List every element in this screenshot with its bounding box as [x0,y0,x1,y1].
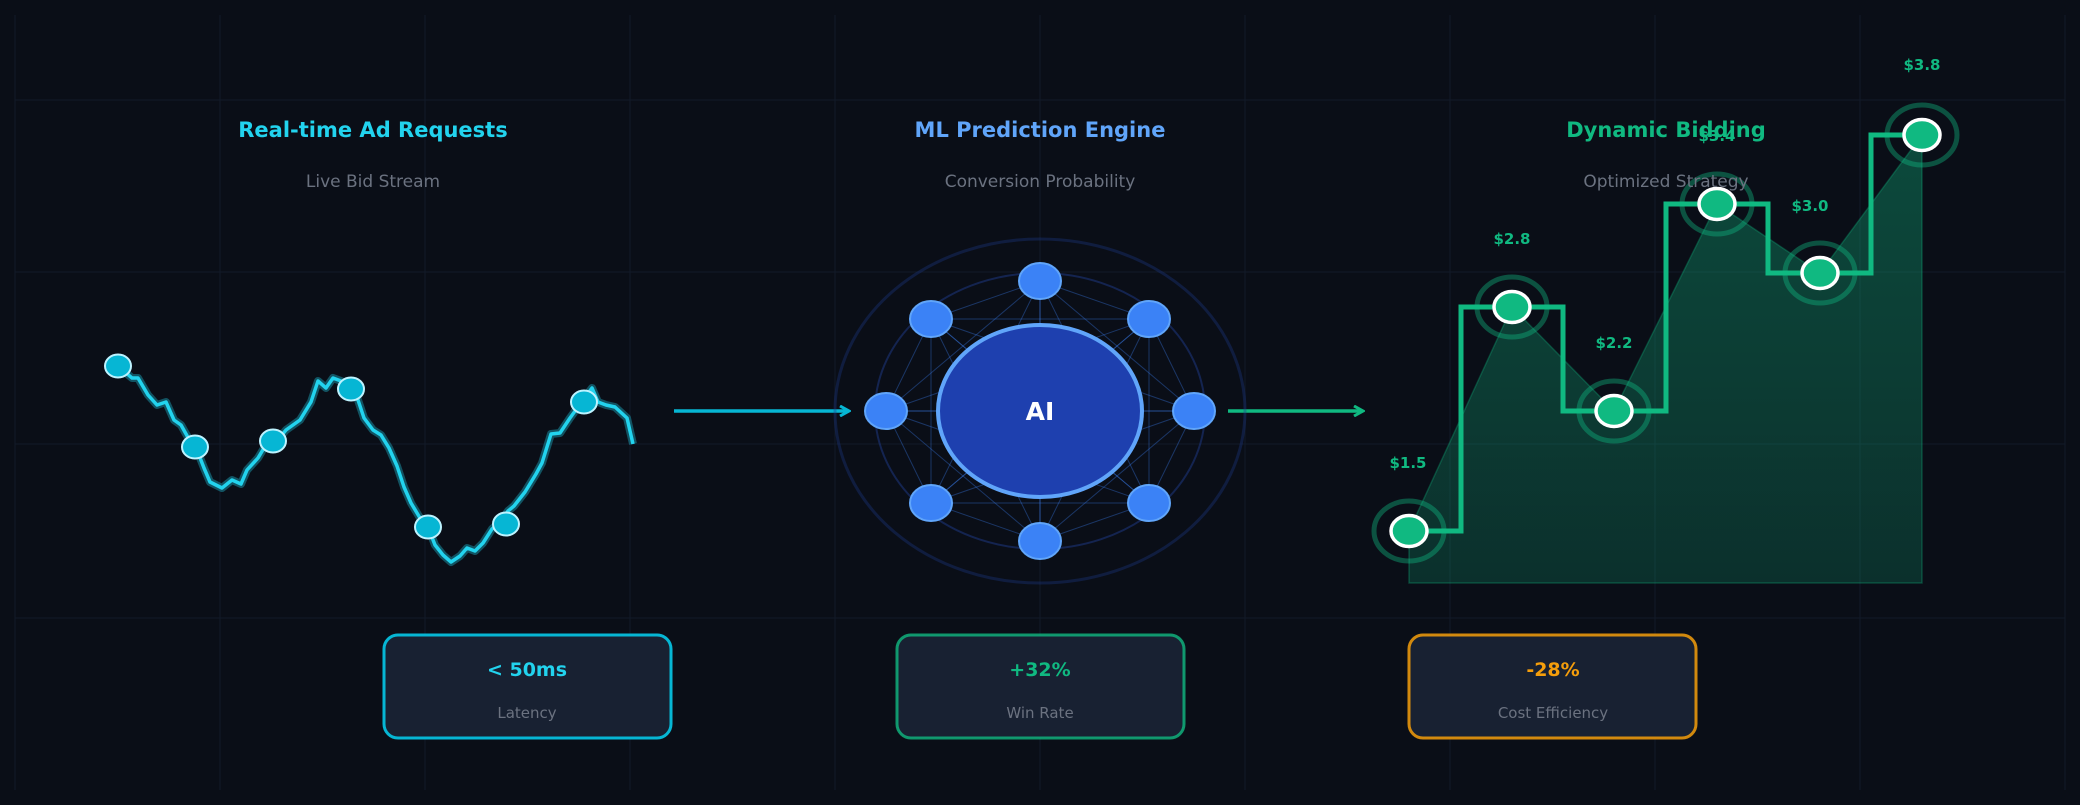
bid-point [1697,186,1737,222]
stat-value: < 50ms [487,659,567,681]
bid-price-label: $1.5 [1389,454,1426,472]
bid-price-label: $2.8 [1493,230,1530,248]
bid-step-line [1409,132,1922,534]
bid-price-label: $3.0 [1791,197,1828,215]
neural-node [909,484,953,522]
bid-point [1389,513,1429,549]
stat-card [1407,633,1698,740]
bid-point [1492,289,1532,325]
neural-node [909,300,953,338]
bidding-subtitle: Optimized Strategy [1583,172,1748,192]
engine-subtitle: Conversion Probability [945,172,1136,192]
bid-points: $1.5 $2.8 $2.2 $3.4 $3.0 $3.8 [1371,56,1960,564]
neural-node [1018,262,1062,300]
bidding-title: Dynamic Bidding [1566,118,1766,142]
bid-point [1902,117,1942,153]
ai-core [936,323,1144,499]
bid-request-dot [181,434,209,460]
bid-stream-line-glow [115,362,637,566]
stat-card [895,633,1186,740]
stat-label: Win Rate [1006,704,1073,722]
bid-request-dot [104,353,132,379]
engine-outer-ring [833,237,1247,585]
neural-node [1018,522,1062,560]
bid-point-halo [1884,102,1960,168]
neural-node [864,392,908,430]
neural-node [1172,392,1216,430]
bid-request-dot [570,389,598,415]
bid-price-label: $3.8 [1903,56,1940,74]
bid-point-halo [1576,378,1652,444]
stat-latency: < 50ms Latency [382,633,673,740]
bidding-panel: $1.5 $2.8 $2.2 $3.4 $3.0 $3.8 Dynamic Bidding… [1371,56,1960,584]
bid-point-halo [1782,240,1858,306]
bid-point [1800,255,1840,291]
bid-price-label: $3.4 [1698,127,1735,145]
bid-point [1594,393,1634,429]
bid-point-halo [1679,171,1755,237]
bid-point-halo [1371,498,1447,564]
requests-subtitle: Live Bid Stream [306,172,440,192]
engine-title: ML Prediction Engine [915,118,1166,142]
mesh-edge [1039,280,1195,412]
bid-request-dot [492,511,520,537]
mesh-edge [885,280,1041,412]
bid-request-dot [259,428,287,454]
requests-panel: Real-time Ad Requests Live Bid Stream [104,118,637,566]
stat-cost-efficiency: -28% Cost Efficiency [1407,633,1698,740]
stat-win-rate: +32% Win Rate [895,633,1186,740]
bid-price-label: $2.2 [1595,334,1632,352]
stat-label: Latency [497,704,556,722]
neural-nodes [864,262,1216,560]
bid-request-points [104,353,598,540]
stat-value: -28% [1526,659,1579,681]
stat-value: +32% [1009,659,1070,681]
bid-point-halo [1474,274,1550,340]
stat-card [382,633,673,740]
engine-panel: ML Prediction Engine Conversion Probabil… [833,118,1247,585]
stat-label: Cost Efficiency [1498,704,1608,722]
bid-request-dot [337,376,365,402]
mesh-edge [885,410,1041,542]
neural-node [1127,300,1171,338]
neural-node [1127,484,1171,522]
requests-title: Real-time Ad Requests [238,118,507,142]
ai-core-label: AI [1026,397,1055,426]
bid-stream-line [116,364,635,564]
mesh-edge [1039,410,1195,542]
bid-request-dot [414,514,442,540]
